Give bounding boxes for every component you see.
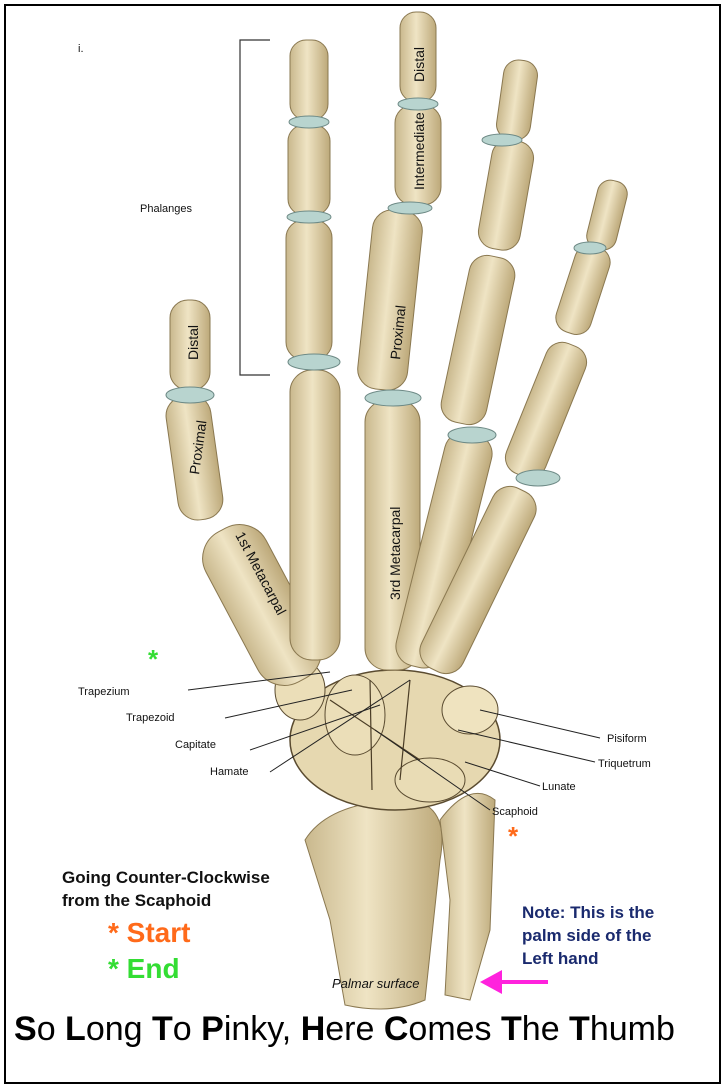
end-marker: * [148,644,159,674]
phalanges-bracket [240,40,270,375]
phalanges-label: Phalanges [140,203,192,215]
mnemonic-word-rest: o [173,1010,201,1048]
mnemonic-sentence: So Long To Pinky, Here Comes The Thumb [14,1010,675,1049]
mnemonic-word-rest: o [37,1010,65,1048]
mnemonic-initial: T [569,1010,590,1048]
scaphoid-label: Scaphoid [492,806,538,818]
middle-distal-label: Distal [411,47,427,82]
palmar-surface-label: Palmar surface [332,976,419,991]
little-finger-bones [413,177,630,680]
mnemonic-initial: T [501,1010,522,1048]
pisiform-label: Pisiform [607,733,647,745]
carpal-cluster [275,660,500,810]
hamate-label: Hamate [210,766,249,778]
legend-end: * End [108,953,180,984]
third-metacarpal-label: 3rd Metacarpal [387,507,403,600]
magenta-arrow [480,970,548,994]
ulna-bone [440,793,495,1000]
mnemonic-initial: S [14,1010,37,1048]
trapezoid-label: Trapezoid [126,712,175,724]
middle-intermediate-label: Intermediate [411,112,427,190]
mnemonic-initial: T [152,1010,173,1048]
mnemonic-word-rest: ere [325,1010,384,1048]
mnemonic-initial: C [384,1010,409,1048]
legend-line2: from the Scaphoid [62,891,211,910]
thumb-distal-label: Distal [185,325,201,360]
panel-label: i. [78,43,84,55]
mnemonic-word-rest: humb [590,1010,675,1048]
mnemonic-word-rest: inky, [224,1010,301,1048]
mnemonic-word-rest: he [522,1010,569,1048]
note-line2: palm side of the [522,926,651,945]
capitate-label: Capitate [175,739,216,751]
mnemonic-word-rest: ong [86,1010,152,1048]
legend-start: * Start [108,917,190,948]
triquetrum-label: Triquetrum [598,758,651,770]
index-finger-bones [286,40,340,660]
mnemonic-word-rest: omes [408,1010,501,1048]
trapezium-label: Trapezium [78,686,130,698]
mnemonic-initial: H [301,1010,326,1048]
lunate-label: Lunate [542,781,576,793]
start-marker: * [508,821,519,851]
note-line1: Note: This is the [522,903,654,922]
legend-line1: Going Counter-Clockwise [62,868,270,887]
note-line3: Left hand [522,949,599,968]
mnemonic-initial: P [201,1010,224,1048]
mnemonic-initial: L [65,1010,86,1048]
